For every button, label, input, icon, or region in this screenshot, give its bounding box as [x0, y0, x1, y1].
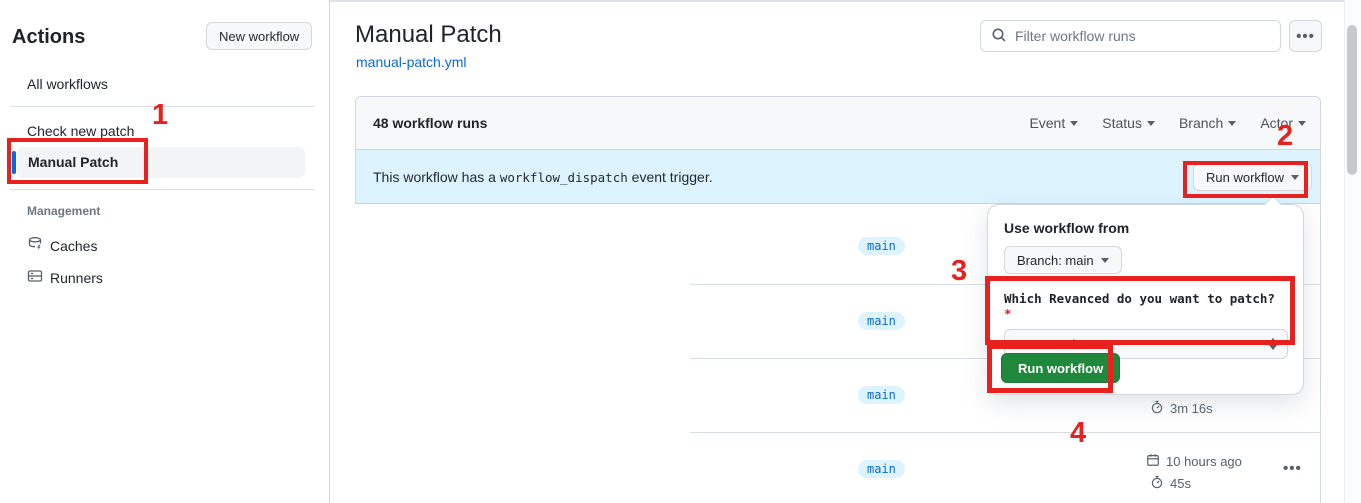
sidebar-item-all-workflows[interactable]: All workflows — [27, 76, 108, 92]
page-top-border — [0, 0, 1361, 2]
selected-item-accent-bar — [12, 151, 16, 174]
branch-select-button[interactable]: Branch: main — [1004, 246, 1122, 274]
branch-badge[interactable]: main — [858, 386, 905, 404]
filter-label: Actor — [1260, 115, 1293, 131]
workflow-input-label: Which Revanced do you want to patch? * — [1004, 291, 1275, 321]
filter-branch[interactable]: Branch — [1178, 115, 1237, 131]
filter-label: Event — [1029, 115, 1066, 131]
annotation-number-3: 3 — [951, 255, 968, 287]
required-marker: * — [1004, 306, 1012, 321]
branch-badge[interactable]: main — [858, 312, 905, 330]
workflow-dispatch-banner: This workflow has a workflow_dispatch ev… — [355, 150, 1321, 204]
sidebar-item-label: Runners — [50, 269, 103, 286]
caret-down-icon — [1298, 120, 1306, 126]
workflows-sidebar: Actions New workflow All workflows Check… — [0, 0, 330, 503]
row-separator — [690, 432, 1320, 433]
banner-text: This workflow has a workflow_dispatch ev… — [373, 168, 713, 185]
caret-down-icon — [1070, 120, 1079, 126]
runs-filters: Event Status Branch Actor — [1029, 115, 1306, 131]
filter-label: Status — [1102, 115, 1142, 131]
annotation-number-4: 4 — [1070, 417, 1087, 449]
sort-icon — [1269, 338, 1277, 350]
select-value: Revanced — [1017, 336, 1076, 352]
branch-badge[interactable]: main — [858, 460, 905, 478]
caret-down-icon — [1100, 257, 1109, 263]
search-input[interactable] — [1015, 28, 1270, 44]
cache-database-icon — [27, 236, 43, 255]
run-duration: 3m 16s — [1150, 400, 1213, 417]
caret-down-icon — [1228, 120, 1237, 126]
new-workflow-button[interactable]: New workflow — [206, 22, 313, 50]
stopwatch-icon — [1150, 400, 1164, 417]
run-workflow-label: Run workflow — [1206, 169, 1285, 185]
sidebar-divider — [10, 189, 314, 190]
run-time: 10 hours ago — [1146, 453, 1242, 470]
runner-server-icon — [27, 268, 43, 287]
kebab-icon: ••• — [1296, 27, 1315, 45]
annotation-number-2: 2 — [1277, 120, 1294, 152]
runs-table-header: 48 workflow runs Event Status Branch Act… — [355, 96, 1321, 150]
sidebar-title: Actions — [12, 26, 86, 48]
workflow-options-kebab-button[interactable]: ••• — [1289, 20, 1322, 52]
caret-down-icon — [1291, 174, 1300, 180]
time-text: 10 hours ago — [1166, 454, 1242, 469]
annotation-number-1: 1 — [152, 99, 169, 131]
filter-runs-search[interactable] — [980, 20, 1281, 52]
sidebar-item-check-new-patch[interactable]: Check new patch — [27, 123, 135, 139]
duration-text: 3m 16s — [1170, 401, 1213, 416]
use-workflow-from-label: Use workflow from — [1004, 220, 1130, 236]
caret-down-icon — [1146, 120, 1155, 126]
filter-actor[interactable]: Actor — [1260, 115, 1306, 131]
run-row[interactable]: main 10 hours ago — [355, 432, 1320, 503]
duration-text: 45s — [1170, 476, 1191, 491]
workflow-file-link[interactable]: manual-patch.yml — [356, 54, 467, 70]
filter-label: Branch — [1178, 115, 1224, 131]
code-span: workflow_dispatch — [499, 169, 628, 185]
sidebar-item-label: Caches — [50, 237, 98, 254]
run-workflow-dropdown-button[interactable]: Run workflow — [1193, 163, 1313, 191]
filter-event[interactable]: Event — [1029, 115, 1079, 131]
branch-badge[interactable]: main — [858, 237, 905, 255]
branch-select-label: Branch: main — [1017, 252, 1094, 268]
run-options-kebab-button[interactable]: ••• — [1283, 460, 1302, 477]
kebab-icon: ••• — [1283, 460, 1302, 477]
stopwatch-icon — [1150, 475, 1164, 492]
runs-count: 48 workflow runs — [373, 115, 488, 131]
run-duration: 45s — [1150, 475, 1191, 492]
run-row[interactable]: main — [355, 204, 1320, 284]
run-workflow-popover: Use workflow from Branch: main Which Rev… — [987, 195, 1304, 395]
filter-status[interactable]: Status — [1102, 115, 1155, 131]
sidebar-item-manual-patch[interactable]: Manual Patch — [17, 147, 305, 178]
calendar-icon — [1146, 453, 1160, 470]
sidebar-item-runners[interactable]: Runners — [27, 268, 103, 287]
search-icon — [991, 27, 1007, 46]
run-workflow-submit-button[interactable]: Run workflow — [1001, 353, 1121, 383]
scrollbar-track[interactable] — [1344, 0, 1361, 503]
sidebar-item-caches[interactable]: Caches — [27, 236, 97, 255]
scrollbar-thumb[interactable] — [1347, 25, 1357, 175]
management-section-label: Management — [27, 204, 101, 218]
sidebar-divider — [10, 106, 314, 107]
page-title: Manual Patch — [355, 21, 502, 48]
